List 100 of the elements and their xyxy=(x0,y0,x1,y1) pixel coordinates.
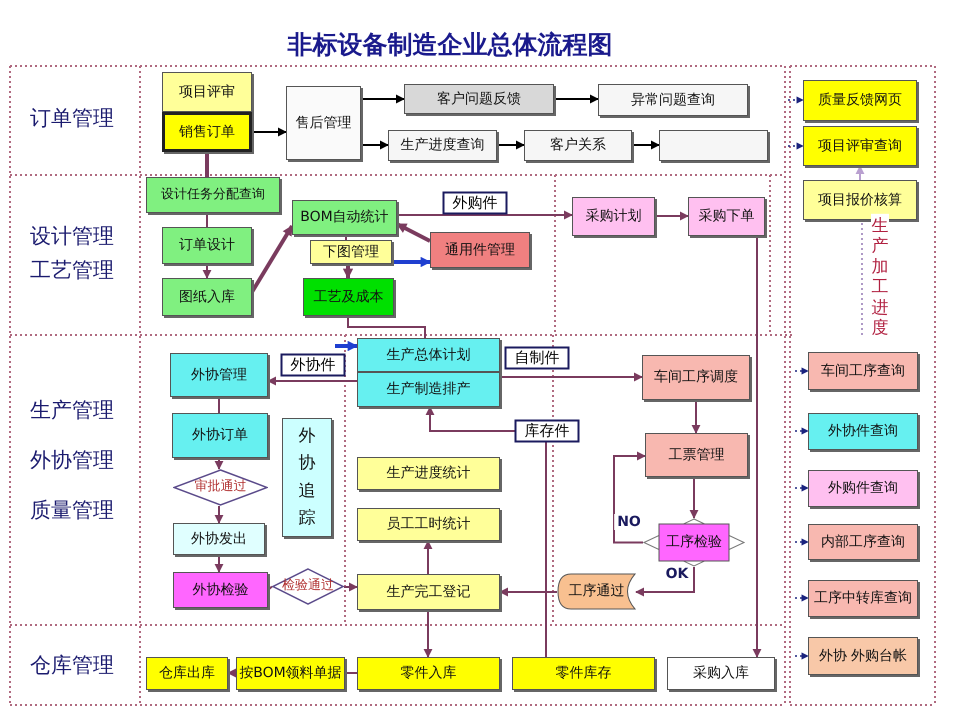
arrow xyxy=(635,567,695,596)
process-box: 质量反馈网页 xyxy=(803,80,917,121)
process-box: 生产进度查询 xyxy=(388,130,497,161)
connector-line xyxy=(218,397,220,413)
arrow xyxy=(396,222,431,243)
arrow xyxy=(500,372,643,382)
process-box: 外协追踪 xyxy=(282,418,332,537)
arrow xyxy=(214,506,224,524)
empty-box xyxy=(659,130,768,161)
arrow xyxy=(856,165,864,180)
terminal-shape xyxy=(557,573,636,610)
arrow xyxy=(655,212,689,220)
arrow xyxy=(752,236,762,658)
arrow xyxy=(426,406,547,657)
arrow xyxy=(497,140,525,150)
process-box: 零件库存 xyxy=(512,657,655,690)
process-box: 客户问题反馈 xyxy=(404,84,554,114)
process-box: 订单设计 xyxy=(162,227,252,264)
section-label: 外协管理 xyxy=(30,447,114,474)
process-box: 设计任务分配查询 xyxy=(146,177,280,213)
arrow xyxy=(788,96,804,104)
arrow xyxy=(342,264,354,280)
connector-line xyxy=(205,152,209,177)
arrow xyxy=(252,128,287,136)
process-box: 生产总体计划 xyxy=(357,338,500,372)
process-box: 异常问题查询 xyxy=(598,84,748,116)
arrow xyxy=(424,540,432,574)
process-box: 销售订单 xyxy=(162,112,252,152)
arrow xyxy=(344,582,358,592)
process-box: 工艺及成本 xyxy=(303,278,394,316)
process-box: 外协件查询 xyxy=(808,413,918,450)
decision-diamond xyxy=(173,469,268,506)
arrow xyxy=(632,140,660,150)
arrow xyxy=(214,555,224,573)
edge-label: 库存件 xyxy=(514,420,580,442)
arrow xyxy=(692,400,700,434)
connector-line xyxy=(206,213,208,227)
process-box: 员工工时统计 xyxy=(357,508,500,541)
process-box: 项目评审查询 xyxy=(803,126,917,166)
arrow xyxy=(227,668,236,678)
connector-line xyxy=(267,586,273,591)
process-box: 采购计划 xyxy=(572,197,655,236)
connector-line xyxy=(347,316,426,338)
process-box: 外协 外购台帐 xyxy=(808,637,918,675)
section-label: 订单管理 xyxy=(30,105,114,132)
process-box: 采购入库 xyxy=(667,657,775,690)
process-box: 零件入库 xyxy=(357,657,500,690)
process-box: 通用件管理 xyxy=(430,232,530,268)
arrow xyxy=(335,340,358,352)
arrow xyxy=(795,652,809,660)
process-box: 车间工序调度 xyxy=(642,355,750,400)
process-box: 工票管理 xyxy=(645,433,748,477)
process-box: 内部工序查询 xyxy=(808,524,918,560)
process-box: 采购下单 xyxy=(688,197,765,236)
section-label: 设计管理 xyxy=(30,223,114,250)
arrow xyxy=(424,610,432,658)
process-box: 仓库出库 xyxy=(146,657,228,690)
arrow xyxy=(499,588,557,596)
edge-label: 外协件 xyxy=(280,354,346,376)
title: 非标设备制造企业总体流程图 xyxy=(286,29,614,61)
arrow xyxy=(795,594,809,602)
section-label: 生产管理 xyxy=(30,397,114,424)
arrow xyxy=(554,94,599,104)
arrow xyxy=(690,477,698,519)
decision-diamond xyxy=(272,568,344,605)
arrow xyxy=(795,427,809,435)
process-box: 按BOM领料单据 xyxy=(236,657,345,690)
section-label: 仓库管理 xyxy=(30,652,114,679)
arrow xyxy=(795,484,809,492)
arrow xyxy=(795,538,809,546)
arrow xyxy=(214,458,224,470)
shape-label: 工序通过 xyxy=(568,583,624,600)
process-box: 车间工序查询 xyxy=(808,352,918,390)
decision-diamond xyxy=(643,518,745,567)
edge-label: 外购件 xyxy=(442,192,508,214)
process-box: 外协订单 xyxy=(172,413,268,458)
arrow xyxy=(613,452,646,544)
connector-line xyxy=(345,672,357,674)
shape-label: 工序检验 xyxy=(666,534,722,551)
process-box: 工序中转库查询 xyxy=(808,580,918,617)
connector-line xyxy=(861,220,863,335)
arrow xyxy=(361,94,405,104)
process-box: 外购件查询 xyxy=(808,470,918,507)
edge-label: 自制件 xyxy=(504,346,570,370)
arrow xyxy=(795,367,809,375)
arrow xyxy=(397,210,573,220)
process-box: 生产完工登记 xyxy=(357,574,500,610)
process-box: 生产制造排产 xyxy=(357,372,500,407)
section-label: 质量管理 xyxy=(30,497,114,524)
arrow xyxy=(788,142,804,150)
shape-label: 检验通过 xyxy=(282,579,334,594)
process-box: 售后管理 xyxy=(286,86,361,160)
arrow xyxy=(267,376,357,386)
process-box: 下图管理 xyxy=(310,240,392,264)
arrow xyxy=(202,264,212,279)
process-box: 外协管理 xyxy=(170,353,268,397)
arrow xyxy=(361,140,389,150)
shape-label: 审批通过 xyxy=(194,480,246,495)
process-box: 生产进度统计 xyxy=(357,457,500,490)
section-label: 工艺管理 xyxy=(30,257,114,284)
